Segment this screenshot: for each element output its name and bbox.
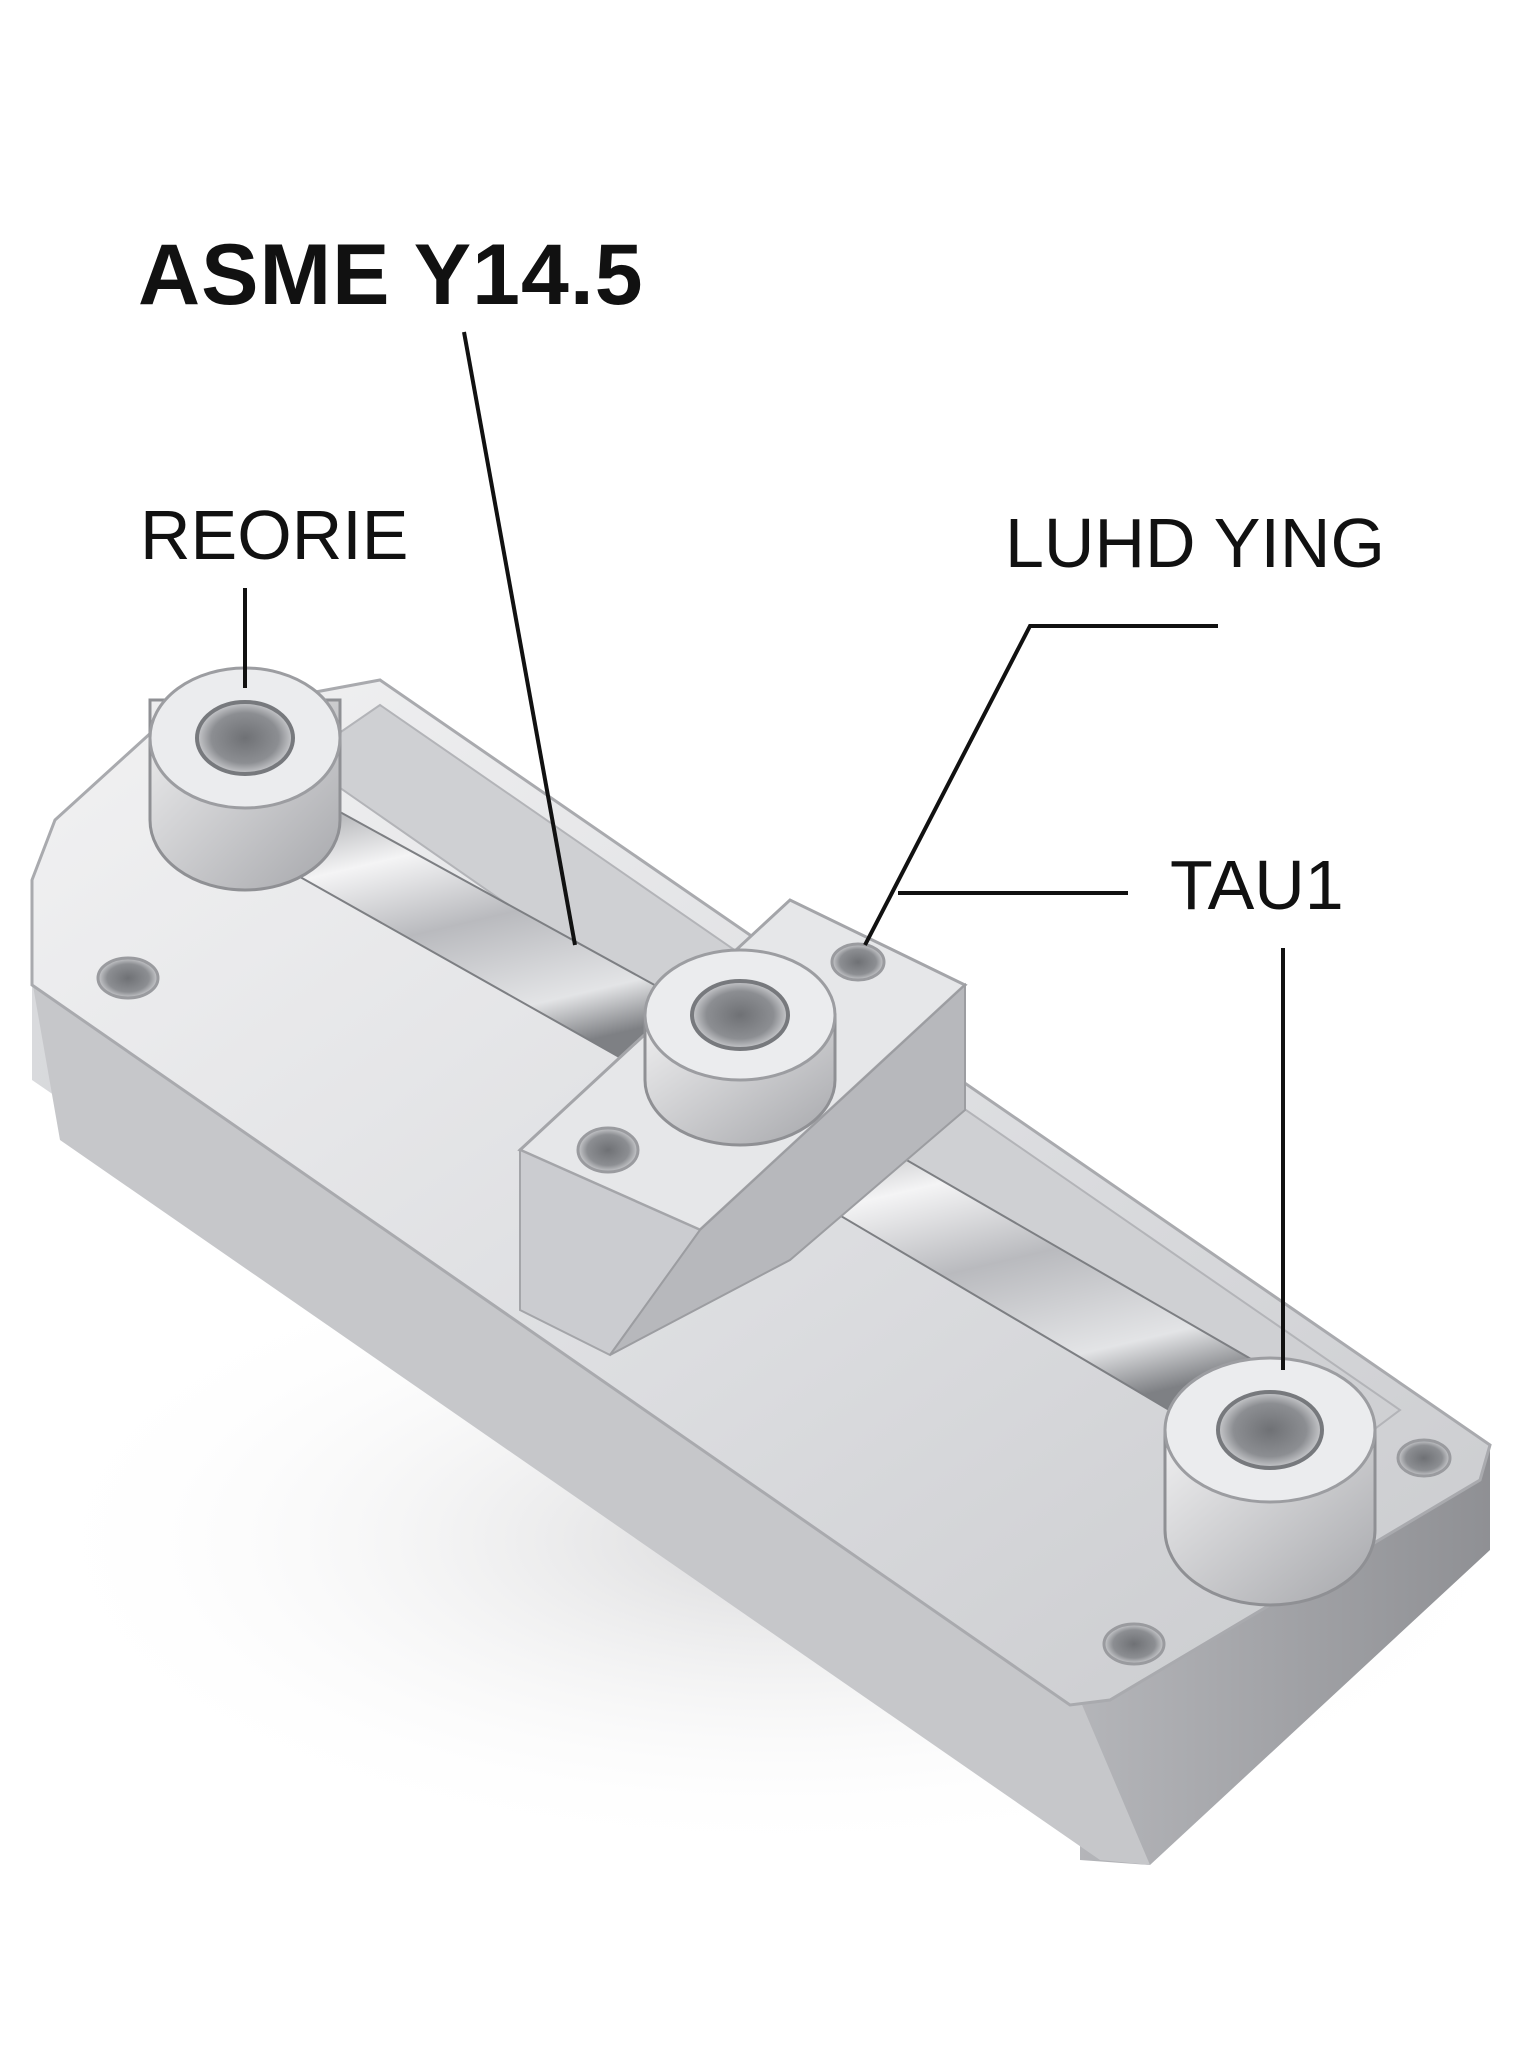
base-left-face [32, 980, 1150, 1865]
carriage-hole [830, 942, 886, 982]
callout-label-tau1: TAU1 [1170, 846, 1344, 924]
threaded-hole [195, 700, 295, 776]
mounting-holes [96, 956, 1452, 1666]
base-side-face [1080, 1450, 1490, 1865]
leader-line-luhd-ying [863, 624, 1218, 946]
leader-lines [243, 331, 1285, 1370]
callout-label-reorie: REORIE [140, 496, 409, 574]
threaded-hole [690, 979, 790, 1051]
threaded-boss-left [148, 666, 342, 892]
mounting-hole [1396, 1438, 1452, 1478]
carriage-hole [576, 1126, 640, 1174]
threaded-hole [1216, 1390, 1324, 1470]
threaded-boss-right [1163, 1356, 1377, 1607]
callout-label-luhd-ying: LUHD YING [1005, 504, 1385, 582]
threaded-boss-center [643, 948, 837, 1147]
standard-title: ASME Y14.5 [138, 227, 644, 323]
mounting-hole [1102, 1622, 1166, 1666]
carriage-side [609, 982, 966, 1356]
mounting-hole [96, 956, 160, 1000]
leader-line-title [462, 331, 577, 946]
